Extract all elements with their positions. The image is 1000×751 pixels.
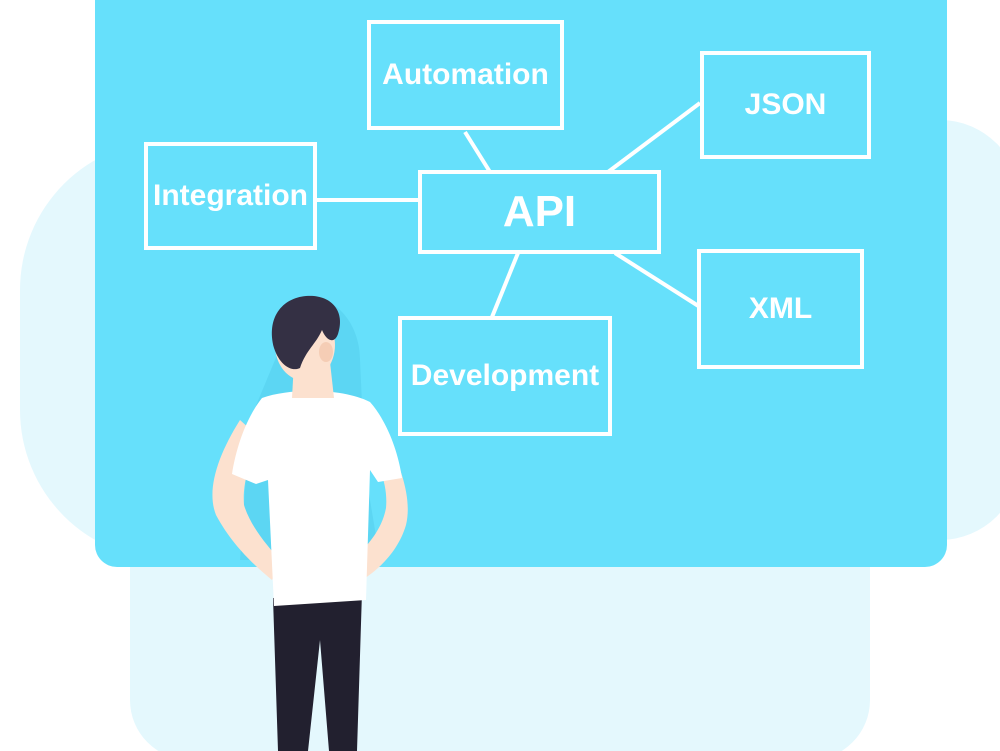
node-api: API: [418, 170, 661, 254]
node-automation-label: Automation: [382, 58, 549, 91]
node-xml-label: XML: [748, 292, 813, 325]
node-automation: Automation: [367, 20, 564, 130]
node-xml: XML: [697, 249, 864, 369]
link-json: [606, 101, 702, 174]
node-json: JSON: [700, 51, 871, 159]
link-xml: [613, 251, 702, 309]
node-api-label: API: [502, 187, 577, 236]
link-automation: [463, 130, 492, 174]
node-integration: Integration: [144, 142, 317, 250]
node-development-label: Development: [410, 359, 600, 392]
person-shirt: [232, 390, 402, 606]
person-hair: [271, 295, 341, 370]
node-integration-label: Integration: [153, 179, 308, 212]
link-development: [490, 252, 520, 318]
person-ear: [319, 342, 333, 362]
node-development: Development: [398, 316, 612, 436]
person-left-arm: [212, 420, 282, 580]
person-trousers: [273, 592, 362, 751]
node-json-label: JSON: [744, 88, 827, 121]
